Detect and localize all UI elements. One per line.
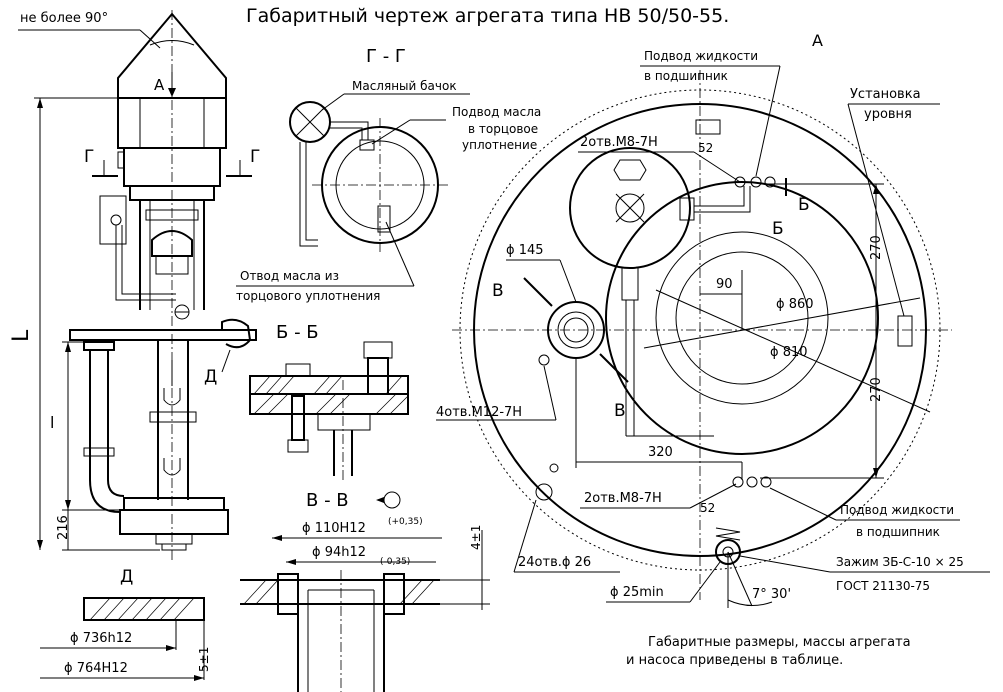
dim-d736: ϕ 736h12 [70, 631, 132, 646]
note-line-1: Габаритные размеры, массы агрегата [648, 635, 911, 650]
dim-d860: ϕ 860 [776, 297, 814, 312]
section-vv-title: В - В [306, 490, 349, 511]
section-g-left: Г [84, 147, 94, 167]
holes-top-label: 2отв.М8-7Н [580, 135, 658, 150]
liquid-bottom-label-2: в подшипник [856, 525, 940, 539]
liquid-bottom-label-1: Подвод жидкости [840, 503, 954, 517]
section-b-bottom: Б [772, 219, 784, 239]
holes-bottom-label: 2отв.М8-7Н [584, 491, 662, 506]
dim-52-top: 52 [698, 141, 713, 155]
gost-label: ГОСТ 21130-75 [836, 579, 930, 593]
section-g-right: Г [250, 147, 260, 167]
oil-supply-label-2: в торцовое [468, 122, 538, 136]
section-gg-title: Г - Г [366, 46, 406, 67]
note-line-2: и насоса приведены в таблице. [626, 653, 843, 668]
angle-note: не более 90° [20, 11, 108, 26]
dim-d145: ϕ 145 [506, 243, 544, 258]
dim-4: 4±1 [469, 525, 483, 550]
dim-d110: ϕ 110Н12 [302, 521, 366, 536]
oil-drain-label-1: Отвод масла из [240, 269, 339, 283]
dim-L: L [9, 329, 34, 342]
plan-view-a: А ϕ 145 В В [436, 31, 990, 608]
section-v-bottom: В [614, 401, 626, 421]
view-a-right-label: А [812, 31, 823, 50]
pump-elevation-view: не более 90° А Г Г [9, 10, 260, 560]
dim-52-bottom: 52 [700, 501, 715, 515]
liquid-top-label-2: в подшипник [644, 69, 728, 83]
dim-5: 5±1 [197, 647, 211, 672]
angle-730: 7° 30' [752, 587, 791, 602]
section-bb-title: Б - Б [276, 322, 319, 343]
section-vv: В - В ϕ 110Н12 (+0,35) ϕ 94h12 (-0,35) 4… [240, 490, 490, 692]
detail-d: Д ϕ 736h12 ϕ 764H12 5±1 [40, 567, 211, 681]
dim-d25: ϕ 25min [610, 585, 664, 600]
dim-216: 216 [56, 515, 71, 540]
dim-d94: ϕ 94h12 [312, 545, 366, 560]
detail-d-marker: Д [204, 367, 217, 387]
oil-supply-label-3: уплотнение [462, 138, 537, 152]
detail-d-title: Д [120, 567, 133, 587]
dim-d110-tol: (+0,35) [388, 517, 423, 527]
section-gg: Г - Г Масляный бачок Подвод масла в торц… [236, 46, 541, 303]
oil-tank-label: Масляный бачок [352, 79, 457, 93]
oil-supply-label-1: Подвод масла [452, 105, 541, 119]
dim-320: 320 [648, 445, 673, 460]
clamp-label: Зажим ЗБ-С-10 × 25 [836, 555, 964, 569]
section-bb: Б - Б [249, 322, 409, 480]
holes-m12-label: 4отв.М12-7Н [436, 405, 522, 420]
oil-drain-label-2: торцового уплотнения [236, 289, 380, 303]
dim-l: l [50, 413, 54, 432]
dim-d810: ϕ 810 [770, 345, 808, 360]
liquid-top-label-1: Подвод жидкости [644, 49, 758, 63]
section-v-top: В [492, 281, 504, 301]
dim-90: 90 [716, 277, 733, 292]
dim-d764: ϕ 764H12 [64, 661, 128, 676]
section-b-top: Б [798, 195, 810, 215]
holes-26-label: 24отв.ϕ 26 [518, 555, 591, 570]
level-label-2: уровня [864, 107, 912, 122]
level-label-1: Установка [850, 87, 921, 102]
view-a-label: А [154, 76, 165, 94]
drawing-title: Габаритный чертеж агрегата типа НВ 50/50… [246, 5, 729, 27]
